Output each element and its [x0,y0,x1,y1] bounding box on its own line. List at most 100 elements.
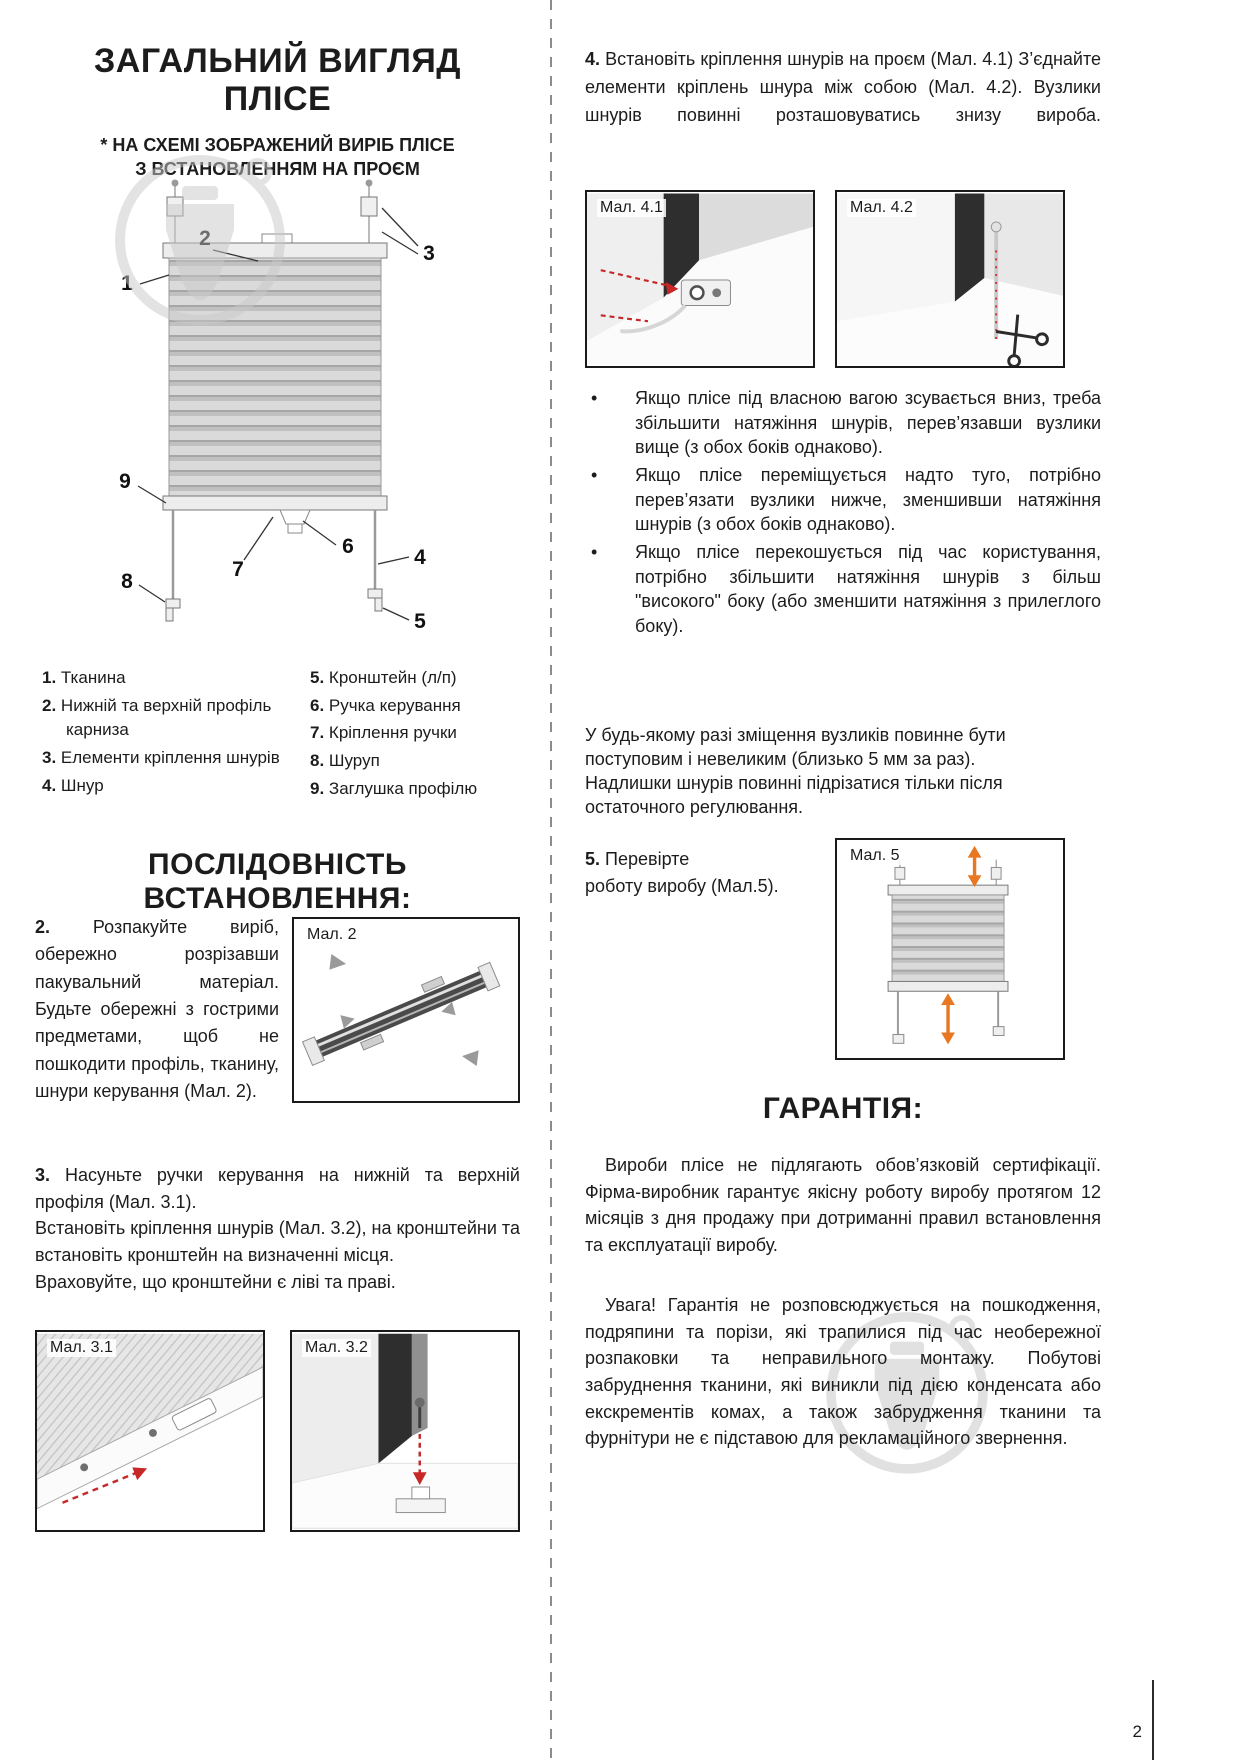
bullet-item: Якщо плісе під власною вагою зсувається … [585,386,1101,460]
figure-4-2-drawing [837,193,1063,366]
scissors-icon [995,314,1049,366]
mount-arrow [600,314,649,323]
figure-2-box: Мал. 2 [292,917,520,1103]
unpack-arrow [462,1050,479,1066]
callout-4: 4 [414,546,426,569]
cord-bracket [680,279,731,307]
figure-2-label: Мал. 2 [304,926,360,944]
installation-section-title: ПОСЛІДОВНІСТЬ ВСТАНОВЛЕННЯ: [143,848,412,915]
step-5-line2: роботу виробу (Мал.5). [585,876,779,896]
legend-item-label: Елементи кріплення шнурів [60,747,280,767]
legend-item-number: 1. [42,668,57,687]
legend-item-number: 6. [310,695,325,715]
legend-item-label: Кріплення ручки [328,723,457,743]
legend-item-label: Шнур [60,775,104,795]
step-4-text: 4. Встановіть кріплення шнурів на проєм … [585,46,1101,130]
step-3-number: 3. [35,1165,51,1185]
footer-rule [1152,1680,1154,1760]
legend-item-number: 4. [42,775,57,795]
legend-item-label: Ручка керування [328,695,461,715]
check-movement-arrows [941,845,982,1045]
column-divider [550,0,552,1760]
figure-3-2-drawing [292,1333,518,1529]
legend-column-1: 1. Тканина 2. Нижній та верхній профіль … [42,666,282,804]
page-number: 2 [1132,1722,1142,1741]
control-handle [171,1398,217,1431]
callout-2: 2 [199,227,211,250]
overview-subtitle: * НА СХЕМІ ЗОБРАЖЕНИЙ ВИРІБ ПЛІСЕ З ВСТА… [35,133,520,182]
slide-arrowhead [132,1467,148,1481]
overview-subtitle-line1: * НА СХЕМІ ЗОБРАЖЕНИЙ ВИРІБ ПЛІСЕ [100,135,455,155]
top-profile [162,233,388,259]
mount-arrow [600,269,670,287]
legend-item: 7. Кріплення ручки [310,721,520,746]
step-5-line1: Перевірте [605,849,690,869]
window-frame [663,193,700,298]
legend-item-label: Нижній та верхній профіль карниза [60,695,272,740]
callout-8: 8 [121,570,133,593]
bottom-brackets [165,588,383,622]
cord-knot [990,221,1002,233]
bullet-item: Якщо плісе перекошується під час користу… [585,540,1101,639]
step-4-number: 4. [585,49,601,69]
legend-item-number: 5. [310,668,325,687]
fabric-texture [37,1333,263,1480]
pleated-blind-diagram: 1 2 3 4 5 6 7 8 9 [119,179,435,633]
figure-2-drawing [301,954,501,1066]
legend-item-number: 9. [310,778,325,798]
legend-item: 9. Заглушка профілю [310,777,520,802]
step-3-line: Враховуйте, що кронштейни є ліві та прав… [35,1271,396,1292]
bullet-item: Якщо плісе переміщується надто туго, пот… [585,463,1101,537]
step-5-number: 5. [585,849,601,869]
step-2-body: Розпакуйте виріб, обережно розрізавши па… [35,917,279,1102]
callout-9: 9 [119,470,131,493]
legend-item-label: Заглушка профілю [328,778,478,798]
legend-item: 5. Кронштейн (л/п) [310,666,520,691]
mount-arrowhead [412,1472,427,1486]
warranty-paragraph-2: Увага! Гарантія не розповсюджується на п… [585,1295,1101,1449]
overview-title-line2: ПЛІСЕ [223,80,332,119]
note-line-2: Надлишки шнурів повинні підрізатися тіль… [585,772,1003,817]
figure-4-1-drawing [587,193,813,365]
callout-7: 7 [232,558,244,581]
legend-item: 6. Ручка керування [310,694,520,719]
slide-arrow [62,1472,136,1504]
control-cords [171,510,377,599]
unpack-arrow [329,954,347,970]
legend-item-number: 2. [42,695,57,715]
callout-6: 6 [342,535,354,558]
figure-4-2-label: Мал. 4.2 [847,199,916,217]
figure-3-1-box: Мал. 3.1 [35,1330,265,1532]
figure-5-box: Мал. 5 [835,838,1065,1060]
step-4-body: Встановіть кріплення шнурів на проєм (Ма… [585,49,1101,125]
overview-title-line1: ЗАГАЛЬНИЙ ВИГЛЯД [93,42,462,80]
figure-4-2-box: Мал. 4.2 [835,190,1065,368]
legend-item-number: 3. [42,747,57,767]
mini-blind [887,859,1009,1044]
figure-4-1-label: Мал. 4.1 [597,199,666,217]
step-5-text: 5. Перевірте роботу виробу (Мал.5). [585,846,835,900]
step-3-body-1: Насуньте ручки керування на нижній та ве… [35,1165,520,1212]
overview-subtitle-line2: З ВСТАНОВЛЕННЯМ НА ПРОЄМ [135,159,420,180]
adjustment-note: У будь-якому разі зміщення вузликів пови… [585,724,1101,820]
warranty-section-title: ГАРАНТІЯ: [762,1092,924,1125]
step-2-text: 2. Розпакуйте виріб, обережно розрізавши… [35,914,279,1106]
figure-3-1-drawing [37,1333,263,1510]
adjustment-bullet-list: Якщо плісе під власною вагою зсувається … [585,386,1101,642]
step-3-line: Встановіть кріплення шнурів (Мал. 3.2), … [35,1218,520,1265]
figure-3-2-label: Мал. 3.2 [302,1339,371,1357]
legend-item: 8. Шуруп [310,749,520,774]
window-frame [954,193,985,302]
folded-blind-bundle [301,961,501,1066]
warranty-paragraph-1: Вироби плісе не підлягають обов’язковій … [585,1155,1101,1255]
figure-5-label: Мал. 5 [847,847,903,865]
legend-item: 1. Тканина [42,666,282,691]
legend-item: 2. Нижній та верхній профіль карниза [42,694,282,743]
callout-3: 3 [423,242,435,265]
bullet-text: Якщо плісе під власною вагою зсувається … [635,388,1101,458]
figure-3-2-box: Мал. 3.2 [290,1330,520,1532]
legend-item: 4. Шнур [42,774,282,799]
step-2-number: 2. [35,917,51,937]
note-line-1: У будь-якому разі зміщення вузликів пови… [585,725,1006,769]
bracket [395,1498,446,1514]
